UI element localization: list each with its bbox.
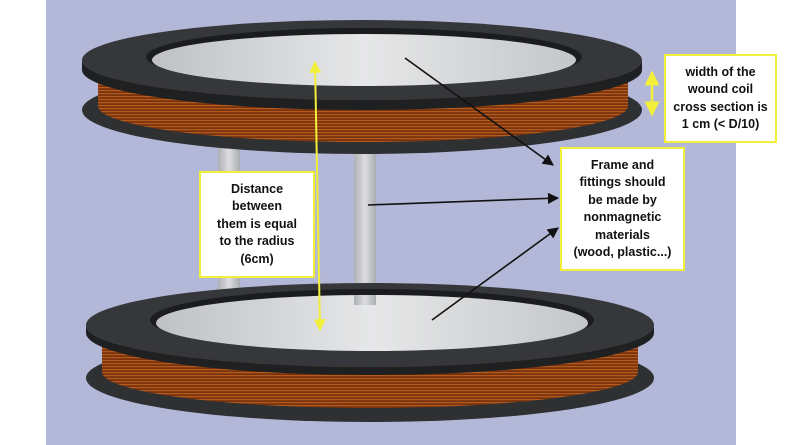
frame-callout-line: Frame and (590, 157, 655, 172)
distance-callout-line: between (231, 199, 282, 214)
distance-arrow (309, 60, 326, 332)
frame-callout-line: (wood, plastic...) (573, 245, 672, 259)
coil-width-callout-line: cross section is (673, 99, 768, 114)
frame-callout-line: materials (595, 227, 650, 242)
frame-arrow-rod (367, 192, 560, 206)
frame-callout-line: be made by (588, 192, 657, 207)
coil-width-callout-line: width of the (685, 64, 756, 79)
distance-callout-line: to the radius (219, 234, 295, 249)
frame-callout-line: nonmagnetic (583, 210, 662, 224)
bottom-coil-upper-flange-edge (86, 325, 654, 375)
frame-materials-callout: Frame and fittings should be made by non… (560, 147, 685, 271)
bottom-coil-bore (156, 295, 588, 351)
coil-width-callout-line: wound coil (687, 82, 754, 96)
bottom-coil (86, 283, 654, 422)
top-coil-upper-flange-edge (82, 60, 642, 110)
distance-callout-line: (6cm) (240, 251, 274, 266)
coil-width-callout: width of the wound coil cross section is… (664, 54, 777, 143)
coil-width-callout-line: 1 cm (< D/10) (681, 117, 760, 131)
frame-arrow-bottom-coil (431, 227, 559, 321)
distance-callout: Distance between them is equal to the ra… (199, 171, 315, 278)
left-margin (0, 0, 46, 445)
support-rod-back-lower (354, 295, 376, 305)
top-coil (82, 20, 642, 154)
frame-callout-line: fittings should (579, 175, 666, 189)
distance-callout-line: them is equal (217, 216, 297, 231)
distance-callout-line: Distance (230, 181, 284, 196)
frame-arrow-top-coil (404, 57, 554, 166)
top-coil-bore (152, 34, 576, 86)
